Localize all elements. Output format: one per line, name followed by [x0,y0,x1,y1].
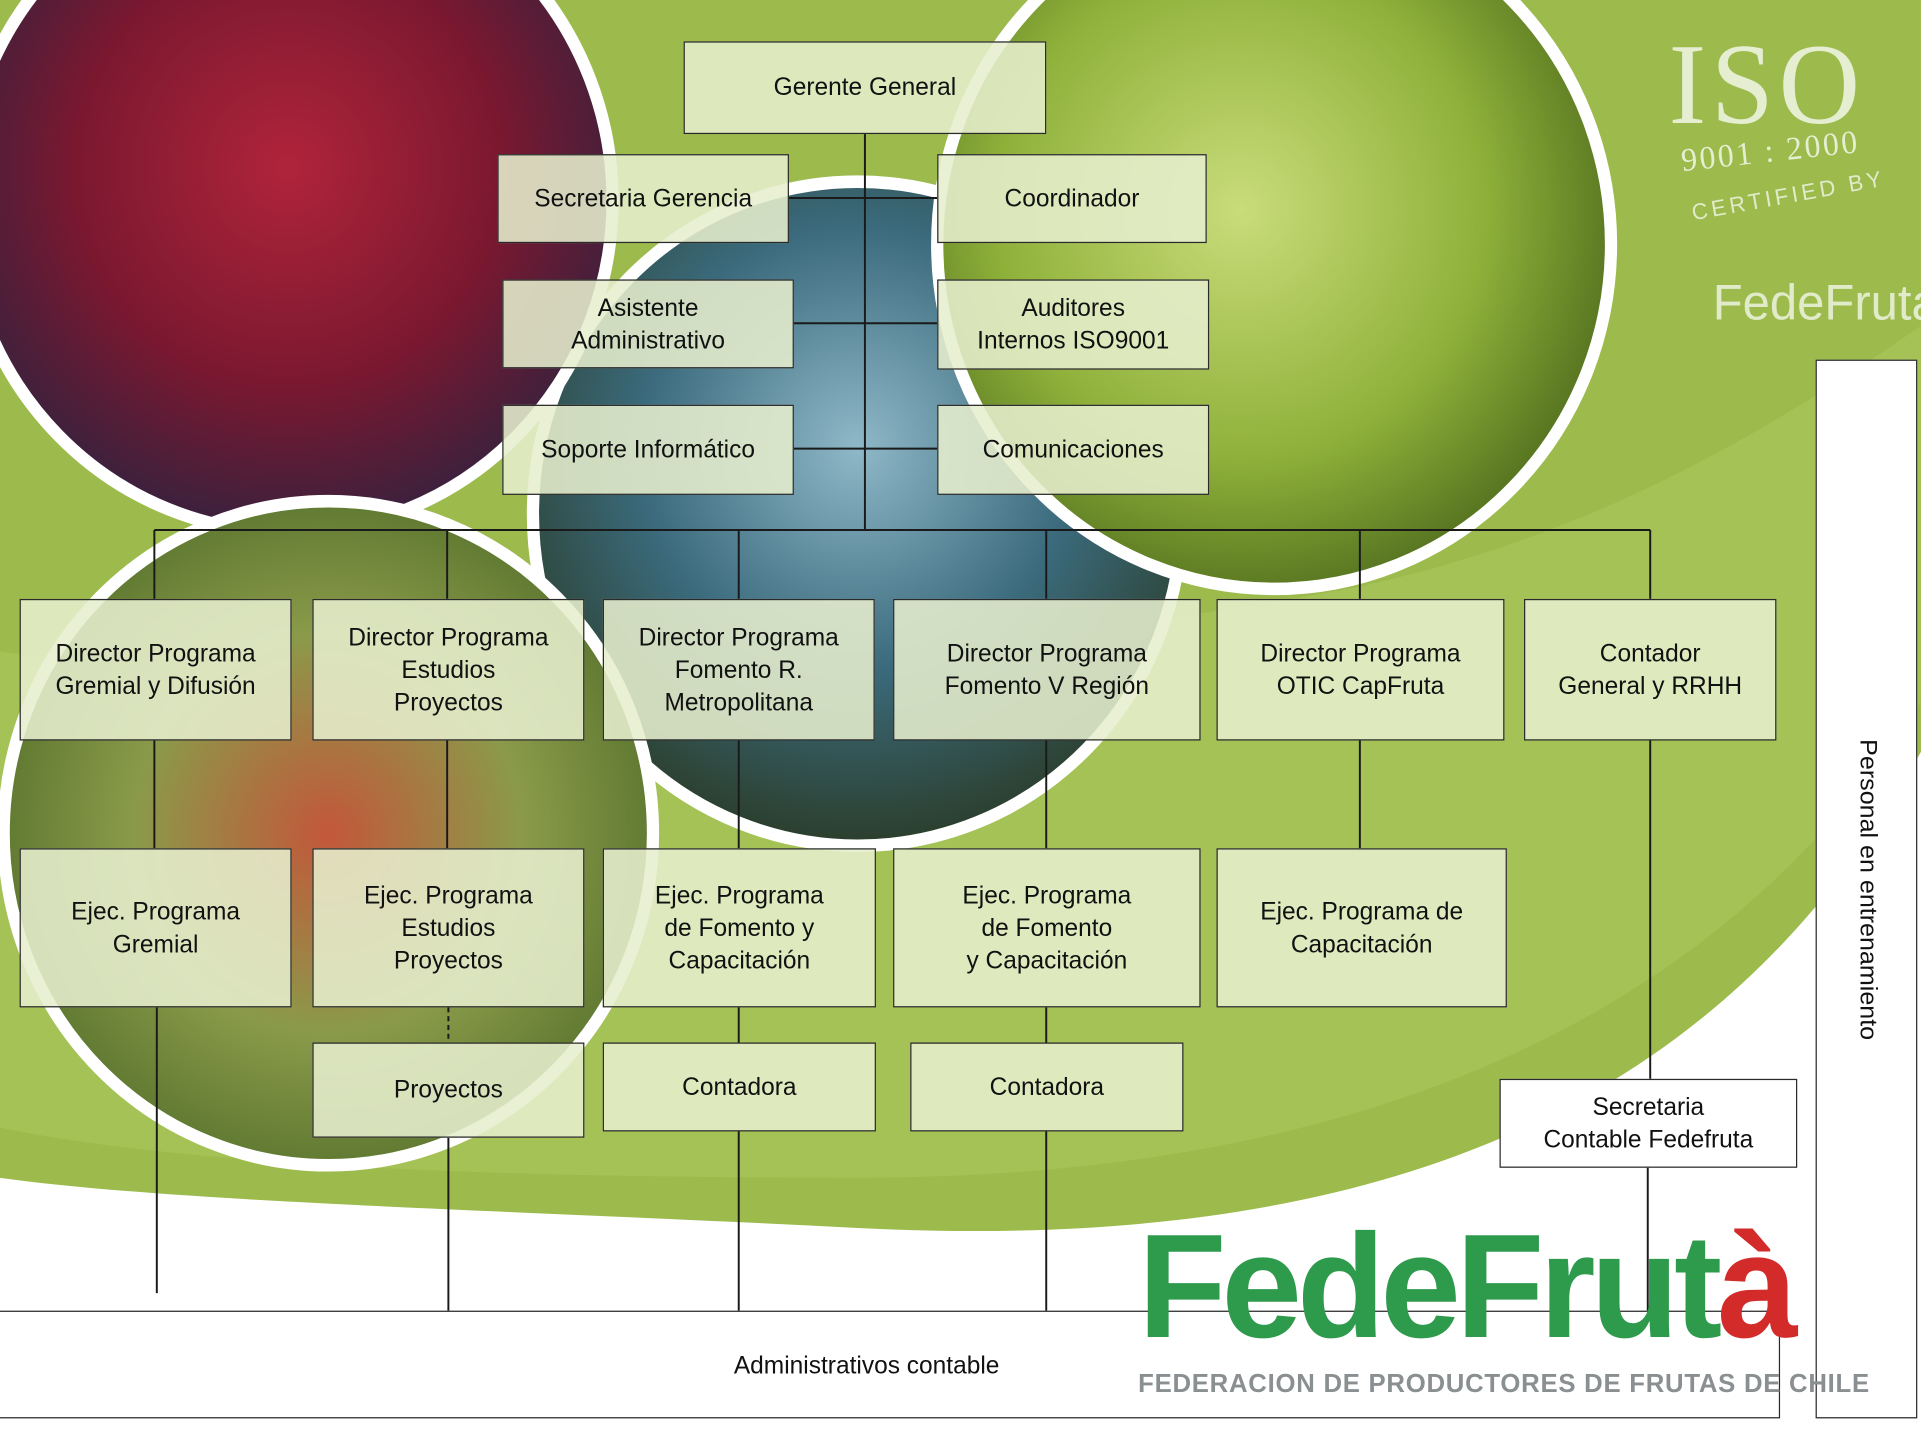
node-auditores-internos: Auditores Internos ISO9001 [937,279,1210,370]
node-director-fomento-v: Director Programa Fomento V Región [893,598,1201,741]
node-contadora-v: Contadora [910,1042,1184,1132]
node-director-estudios: Director Programa Estudios Proyectos [312,598,585,741]
node-comunicaciones: Comunicaciones [937,404,1210,495]
iso-title: ISO [1668,20,1865,148]
logo-wordmark: FedeFrutà [1138,1202,1798,1372]
node-proyectos: Proyectos [312,1042,585,1138]
node-director-otic: Director Programa OTIC CapFruta [1216,598,1505,741]
personal-label: Personal en entrenamiento [1853,738,1881,1040]
logo-word-main: FedeFrut [1138,1204,1722,1370]
node-ejec-gremial: Ejec. Programa Gremial [19,848,292,1008]
node-director-gremial: Director Programa Gremial y Difusión [19,598,292,741]
node-ejec-fomento-v: Ejec. Programa de Fomento y Capacitación [893,848,1201,1008]
node-director-fomento-rm: Director Programa Fomento R. Metropolita… [602,598,875,741]
fedefruta-logo: FedeFrutà FEDERACION DE PRODUCTORES DE F… [1133,1204,1870,1410]
node-administrativos-contable: Administrativos contable [0,1310,1781,1419]
iso-certification-badge: ISO 9001 : 2000 CERTIFIED BY FedeFruta [1654,13,1921,351]
node-secretaria-contable: Secretaria Contable Fedefruta [1499,1078,1798,1168]
logo-word-accent: à [1717,1204,1797,1370]
node-asistente-administrativo: Asistente Administrativo [502,279,794,369]
iso-brand-text: FedeFruta [1712,275,1921,331]
node-gerente-general: Gerente General [683,41,1047,135]
node-personal-entrenamiento: Personal en entrenamiento [1815,359,1918,1419]
logo-subtitle: FEDERACION DE PRODUCTORES DE FRUTAS DE C… [1138,1369,1870,1399]
node-contador-general: Contador General y RRHH [1524,598,1777,741]
node-coordinador: Coordinador [937,154,1207,244]
node-ejec-otic: Ejec. Programa de Capacitación [1216,848,1507,1008]
node-ejec-fomento-rm: Ejec. Programa de Fomento y Capacitación [602,848,876,1008]
administrativos-label: Administrativos contable [733,1351,1000,1380]
node-ejec-estudios: Ejec. Programa Estudios Proyectos [312,848,585,1008]
node-soporte-informatico: Soporte Informático [502,404,794,495]
node-contadora-rm: Contadora [602,1042,876,1132]
node-secretaria-gerencia: Secretaria Gerencia [497,154,789,244]
